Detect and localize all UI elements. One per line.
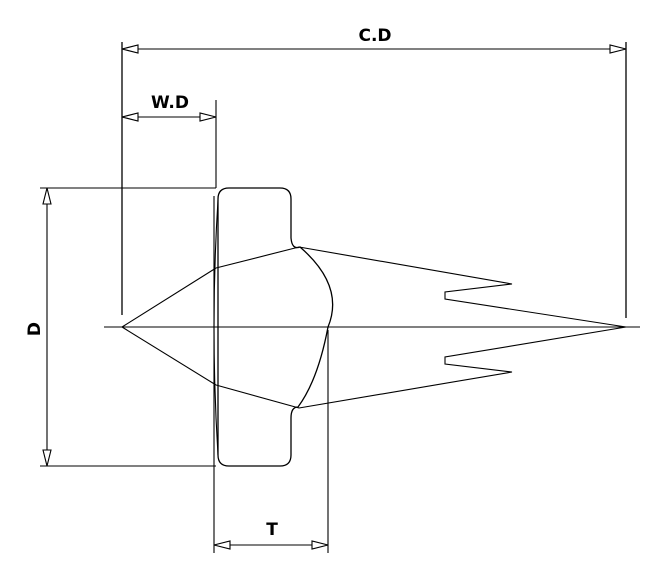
wd-label: W.D [151,93,189,113]
lens-front-inner-curve [213,199,219,456]
ray-in-lower [121,326,217,386]
ray-lens-upper [215,246,300,269]
d-arrow-top [42,187,52,205]
cd-label: C.D [358,26,391,46]
ray-in-upper [121,267,217,328]
ray-lens-lower [215,384,300,409]
ray-out-upper [298,246,627,328]
lens-outline [217,187,334,467]
ray-out-lower [298,326,627,409]
t-arrow-right [311,540,329,550]
t-arrow-left [213,540,231,550]
wd-arrow-left [121,112,139,122]
t-label: T [266,520,278,540]
wd-arrow-right [199,112,217,122]
cd-arrow-right [609,44,627,54]
d-label: D [25,322,45,336]
d-arrow-bottom [42,449,52,467]
cd-arrow-left [121,44,139,54]
